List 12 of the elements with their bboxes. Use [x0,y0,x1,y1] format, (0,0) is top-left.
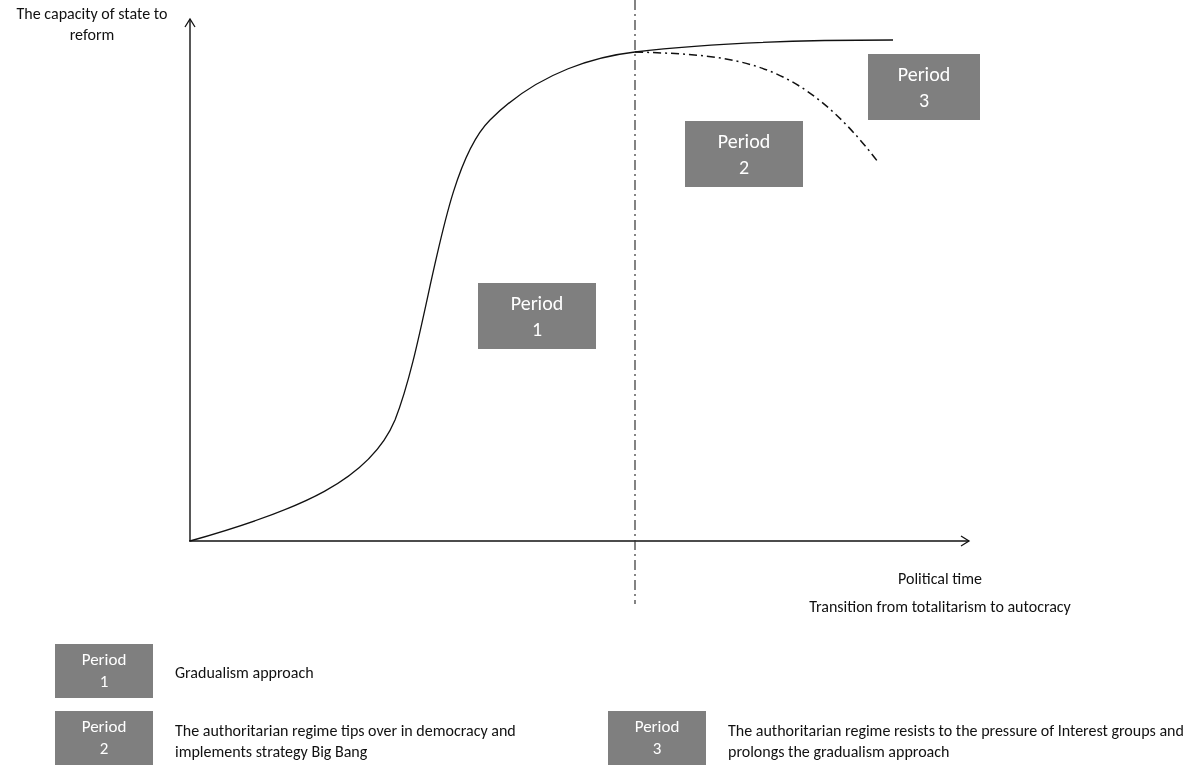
axis-title: Political time [897,569,983,590]
period-box: Period 1 [478,283,596,349]
axis-title: The capacity of state to reform [15,4,169,46]
period-description: The authoritarian regime resists to the pressure of Interest groups and prolongs the gradualism approach [728,721,1185,763]
period-description: The authoritarian regime tips over in democracy and implements strategy Big Bang [175,721,517,763]
period-box: Period 2 [685,121,803,187]
axis-subtitle: Transition from totalitarism to autocracy [808,597,1072,618]
period-box: Period 3 [868,54,980,120]
period-box: Period 2 [55,711,153,765]
period-description: Gradualism approach [175,663,315,684]
period-box: Period 3 [608,711,706,765]
period-box: Period 1 [55,644,153,698]
